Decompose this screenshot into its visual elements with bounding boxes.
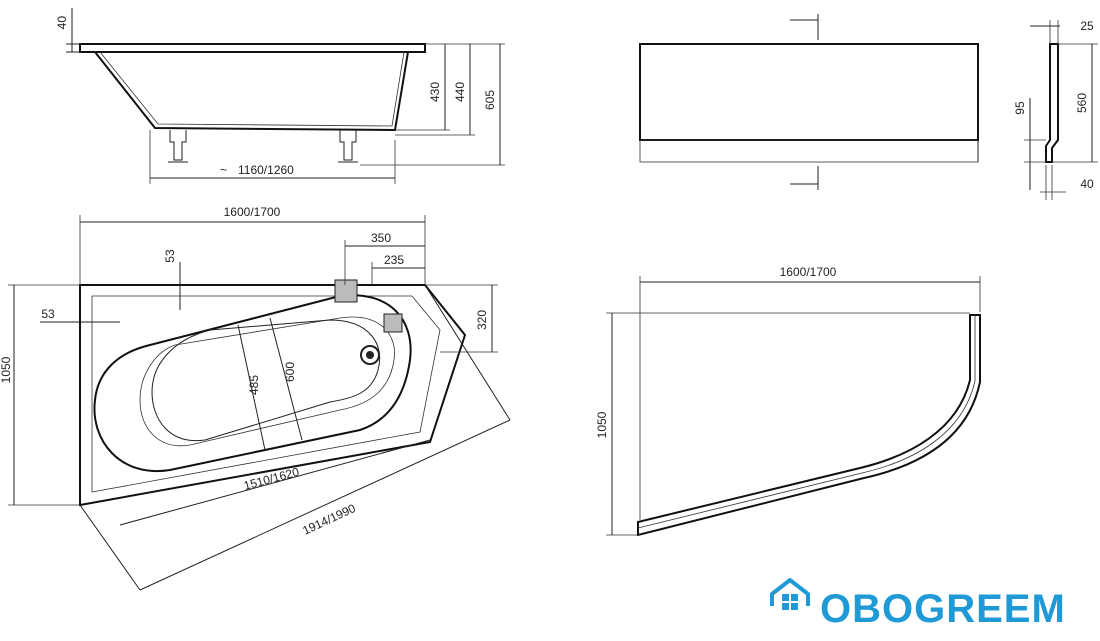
mixer-fitting [383,313,403,333]
house-icon [770,578,810,610]
dim-350: 350 [371,231,391,245]
dim-panel-560: 560 [1075,93,1089,113]
panel-section-view: 25 560 95 40 [1013,19,1098,200]
leg-left [168,130,188,163]
dim-rim-height: 40 [55,16,69,30]
dim-panel-25: 25 [1080,19,1094,33]
dim-height-605: 605 [483,90,497,110]
dim-panel-top-width: 1050 [595,411,609,438]
dim-inner-485: 485 [247,375,261,395]
dim-top-length: 1600/1700 [224,205,281,219]
dim-panel-95: 95 [1013,101,1027,115]
side-view: 40 430 440 605 ~ 1160/1260 [55,8,505,184]
panel-front-view [639,14,979,190]
dim-leg-span: 1160/1260 [238,163,294,177]
panel-top-view: 1600/1700 1050 [595,265,981,537]
approx-sign-legs: ~ [220,163,227,177]
dim-panel-top-length: 1600/1700 [780,265,837,279]
dim-diagonal: 1914/1990 [300,501,358,538]
dim-inner-600: 600 [283,362,297,382]
dim-inner-length: 1510/1620 [242,465,301,493]
dim-235: 235 [384,253,404,267]
dim-height-430: 430 [428,82,442,102]
leg-right [338,130,358,163]
dim-320: 320 [475,310,489,330]
overflow-fitting [334,279,358,303]
brand-logo-text: OBOGREEM [820,587,1066,631]
brand-logo: OBOGREEM [770,578,1066,631]
dim-width-1050: 1050 [0,356,13,383]
dim-offset-53-left: 53 [41,307,55,321]
top-view: 1600/1700 53 53 350 235 320 1050 485 600… [0,205,511,591]
dim-height-440: 440 [453,82,467,102]
dim-offset-53-top: 53 [163,249,177,263]
dim-panel-40: 40 [1080,177,1094,191]
